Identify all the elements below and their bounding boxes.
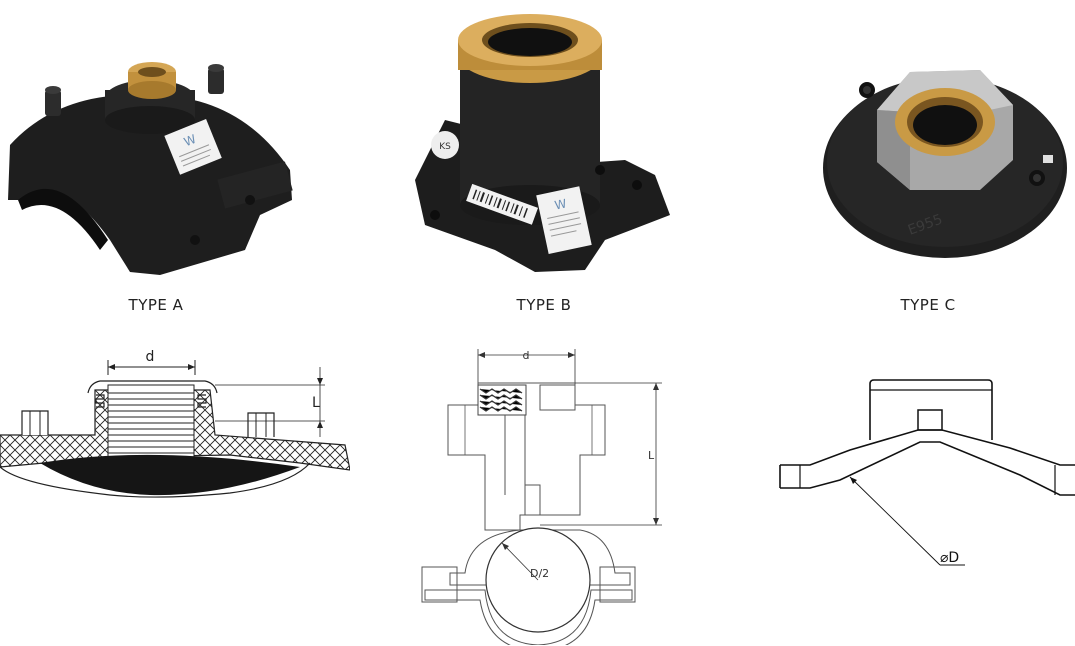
- type-b-lower-clamp: [424, 589, 633, 645]
- type-a-terminal-left: [21, 410, 49, 435]
- type-b-drawing: d D/2 L: [421, 349, 662, 645]
- type-c-center-nub: [917, 409, 943, 431]
- type-a-dim-d: d: [146, 349, 155, 365]
- type-c-drawing: ⌀D: [779, 379, 1075, 566]
- type-b-socket: [460, 65, 600, 205]
- type-b-body-outline: [447, 382, 606, 531]
- caption-type-b: TYPE B: [516, 296, 572, 314]
- type-b-dim-radius: D/2: [530, 567, 549, 580]
- type-b-sticker-logo: W: [553, 196, 568, 212]
- type-a-terminal-left: [45, 90, 61, 116]
- type-a-saddle-body: [8, 94, 292, 275]
- type-a-dim-l: L: [312, 395, 320, 411]
- type-b-barcode-sticker: [466, 183, 539, 225]
- caption-type-c: TYPE C: [900, 296, 956, 314]
- type-a-threaded-bore: [107, 384, 195, 464]
- type-a-sticker: W: [164, 118, 222, 175]
- type-b-badge-text: KS: [439, 142, 451, 152]
- type-b-dim-l: L: [648, 449, 655, 462]
- type-a-terminal-right: [247, 412, 275, 437]
- type-a-arch-opening: [18, 188, 108, 250]
- type-c-photo: E955: [823, 70, 1067, 258]
- type-b-photo: KS W: [415, 14, 670, 272]
- type-b-info-sticker: W: [536, 186, 592, 255]
- type-c-top-cap: [869, 379, 993, 440]
- type-b-badge: [431, 131, 459, 159]
- type-a-sticker-logo: W: [182, 132, 198, 149]
- type-c-dim-od: ⌀D: [940, 550, 959, 566]
- caption-type-a: TYPE A: [128, 296, 184, 314]
- type-b-dim-d: d: [523, 349, 530, 362]
- type-a-drawing: d L: [0, 349, 350, 498]
- type-c-saddle-lower: [780, 441, 1075, 496]
- type-a-terminal-right: [208, 68, 224, 94]
- type-a-photo: W: [8, 62, 293, 275]
- type-a-heating-coil: [40, 454, 300, 496]
- type-c-saddle-upper: [780, 429, 1075, 466]
